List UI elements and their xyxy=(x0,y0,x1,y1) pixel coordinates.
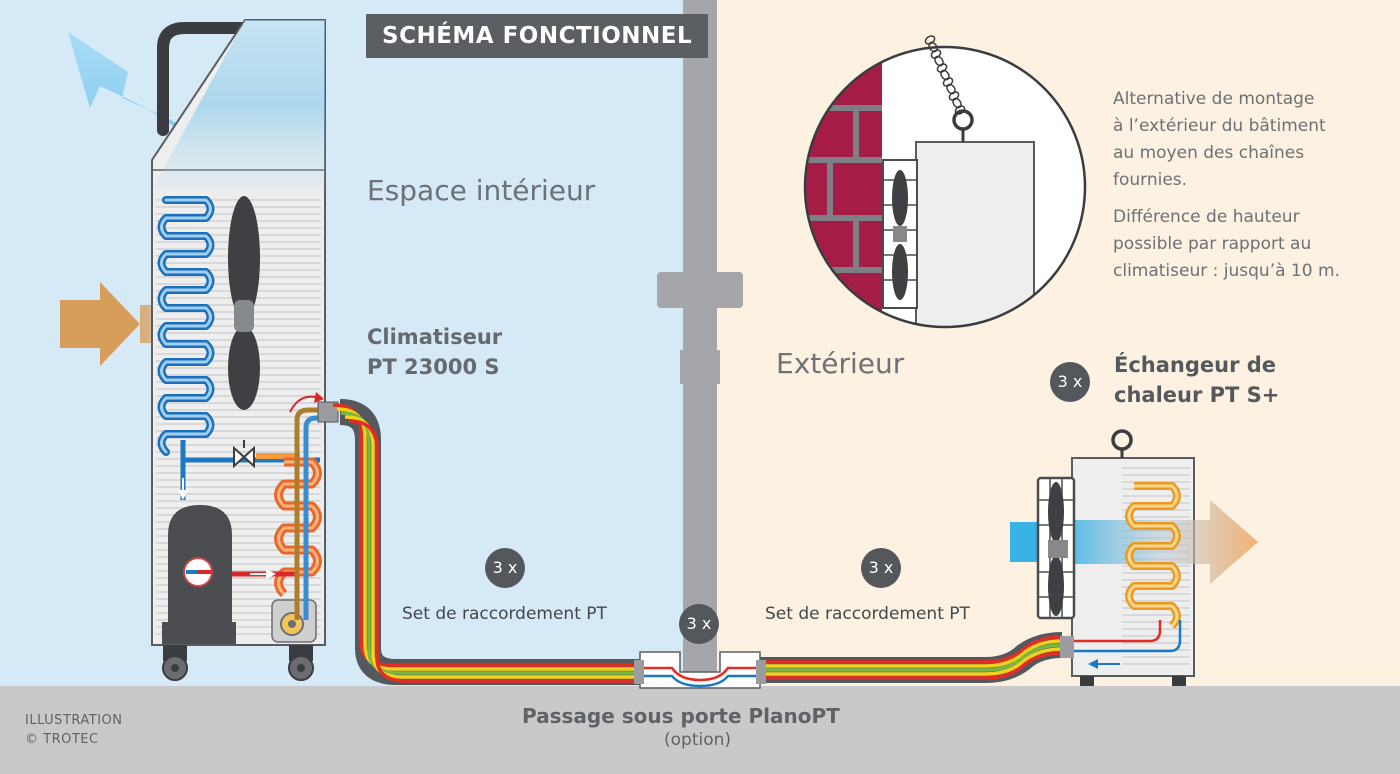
mounting-note-line: climatiseur : jusqu’à 10 m. xyxy=(1113,261,1340,281)
passage-title: Passage sous porte PlanoPT xyxy=(522,704,840,728)
connection-set-right-label: Set de raccordement PT xyxy=(765,604,970,624)
hook-ring-icon xyxy=(1111,429,1133,458)
connection-hose xyxy=(332,399,1063,685)
credit-line1: ILLUSTRATION xyxy=(25,713,123,728)
badge-exchanger-quantity: 3 x xyxy=(1050,362,1090,402)
mounting-inset xyxy=(803,35,1087,329)
mounting-note-line: Différence de hauteur xyxy=(1113,207,1300,227)
floor xyxy=(0,686,1400,774)
expansion-valve-icon xyxy=(233,440,255,469)
hook-ring-icon xyxy=(952,109,974,142)
compressor-icon xyxy=(162,505,236,644)
credit-line2: © TROTEC xyxy=(25,732,99,747)
building-wall xyxy=(657,0,743,686)
diagram-title: SCHÉMA FONCTIONNEL xyxy=(366,14,709,58)
fan-icon xyxy=(228,196,260,410)
zone-exterior-label: Extérieur xyxy=(776,347,905,380)
air-conditioner-label-line2: PT 23000 S xyxy=(367,355,500,379)
mounting-note-line: au moyen des chaînes xyxy=(1113,143,1305,163)
mounting-note-line: Alternative de montage xyxy=(1113,89,1315,109)
badge-passage-quantity: 3 x xyxy=(679,604,719,644)
mounting-note-line: possible par rapport au xyxy=(1113,234,1312,254)
heat-exchanger-label: Échangeur de chaleur PT S+ xyxy=(1114,350,1279,410)
air-conditioner-label: Climatiseur PT 23000 S xyxy=(367,322,502,382)
caster-wheels xyxy=(162,645,314,681)
mounting-note-p2: Différence de hauteur possible par rappo… xyxy=(1113,204,1383,285)
pump-icon xyxy=(271,599,317,643)
illustration-credit: ILLUSTRATION © TROTEC xyxy=(25,711,123,749)
mounting-note-line: à l’extérieur du bâtiment xyxy=(1113,116,1326,136)
mounting-note-p1: Alternative de montage à l’extérieur du … xyxy=(1113,86,1383,194)
passage-subtitle: (option) xyxy=(664,730,732,750)
heat-exchanger-unit xyxy=(1010,429,1258,686)
exchanger-fan-guard xyxy=(1036,476,1076,620)
mounting-note: Alternative de montage à l’extérieur du … xyxy=(1113,86,1383,285)
connection-set-left-label: Set de raccordement PT xyxy=(402,604,607,624)
air-conditioner-label-line1: Climatiseur xyxy=(367,325,503,349)
warm-air-inlet-arrow xyxy=(60,282,140,366)
badge-set-left-quantity: 3 x xyxy=(485,548,525,588)
zone-interior-label: Espace intérieur xyxy=(367,174,596,207)
chain-icon xyxy=(924,35,966,115)
door-passage-plano xyxy=(634,651,766,689)
air-conditioner-unit xyxy=(151,19,339,681)
badge-set-right-quantity: 3 x xyxy=(861,548,901,588)
heat-exchanger-label-line1: Échangeur de xyxy=(1114,353,1277,377)
heat-exchanger-label-line2: chaleur PT S+ xyxy=(1114,383,1280,407)
mounting-note-line: fournies. xyxy=(1113,170,1188,190)
